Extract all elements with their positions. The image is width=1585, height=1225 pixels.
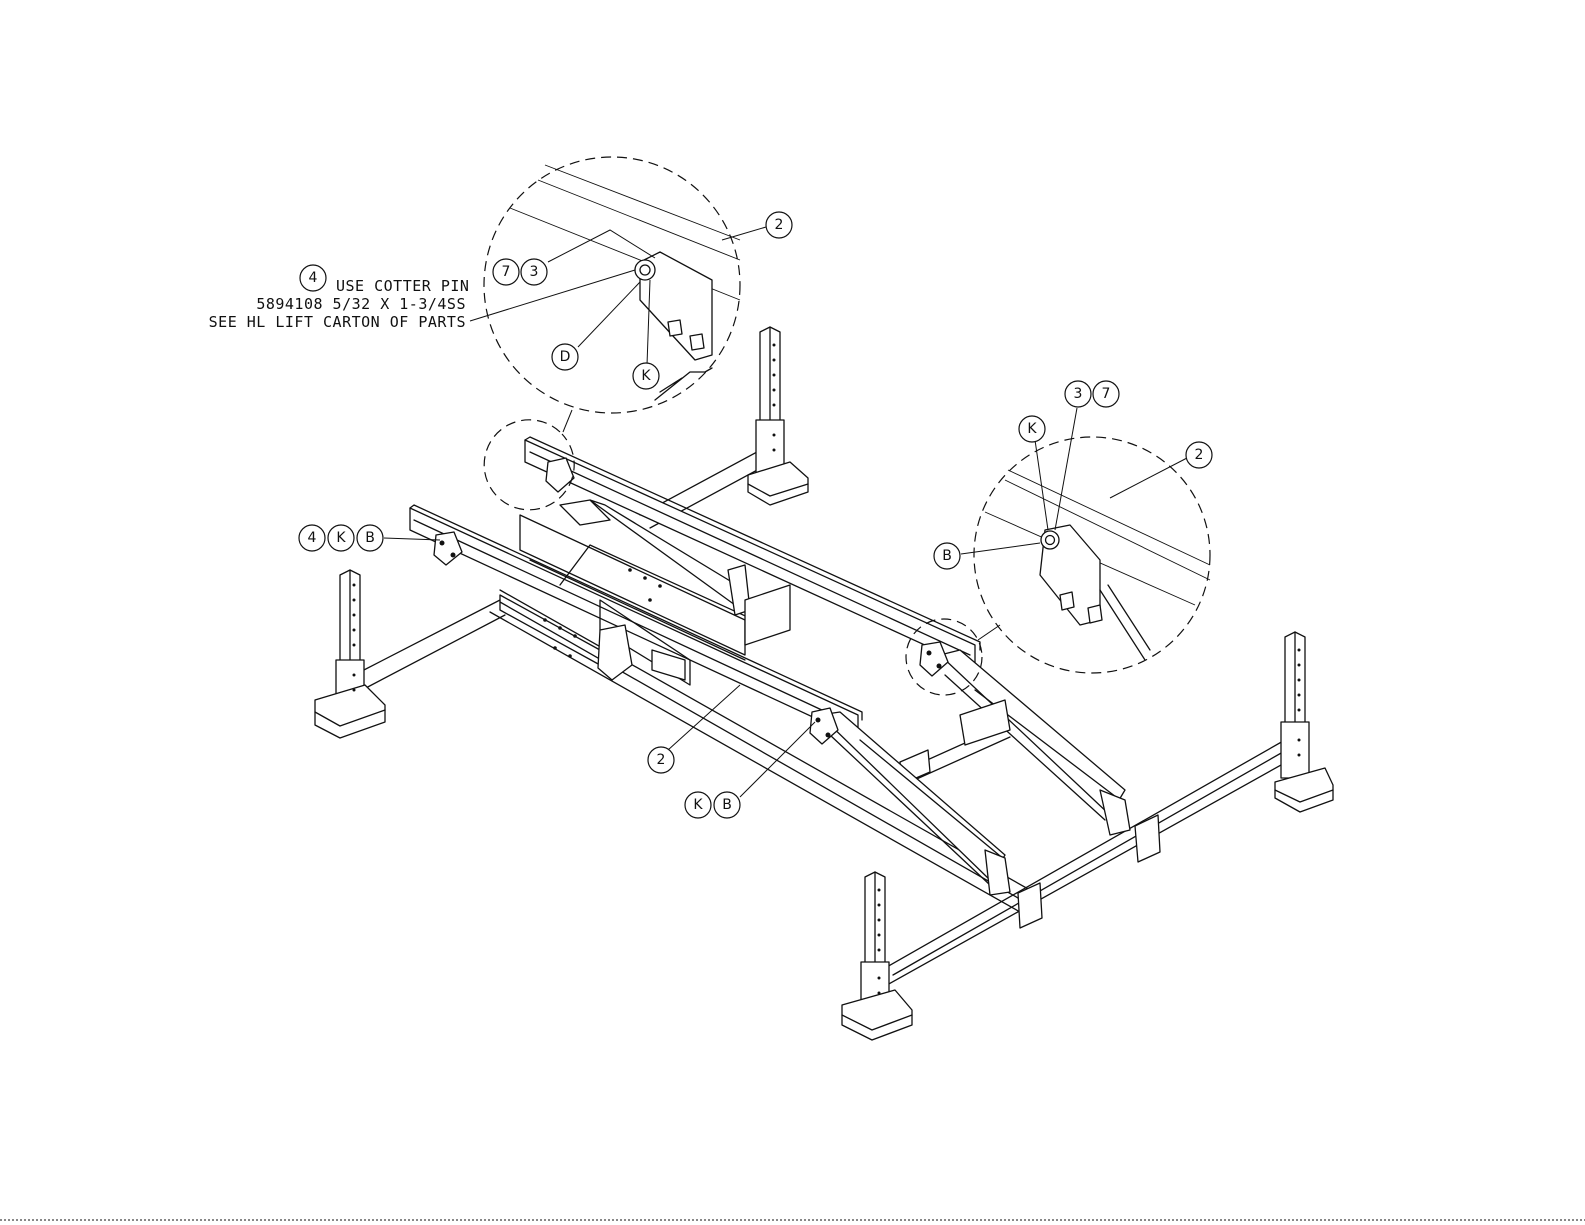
lift-carriage <box>410 437 1130 895</box>
leader-lines <box>384 227 1187 797</box>
balloon-rear-pivot-b: B <box>722 797 732 813</box>
balloon-front-pivot-k: K <box>336 530 346 546</box>
balloon-front-pivot-b: B <box>365 530 375 546</box>
note-line-2: 5894108 5/32 X 1-3/4SS <box>256 295 466 313</box>
balloon-detail-right-2: 2 <box>1195 447 1204 463</box>
leg-rear <box>748 327 808 505</box>
leg-left <box>315 570 385 738</box>
leg-front <box>842 872 912 1040</box>
balloon-detail-right-b: B <box>942 548 952 564</box>
note-line-1: USE COTTER PIN <box>336 277 469 295</box>
balloon-detail-left-7: 7 <box>502 264 511 280</box>
detail-circle-right <box>974 437 1210 673</box>
balloon-rear-pivot-k: K <box>693 797 703 813</box>
leg-right <box>1275 632 1333 812</box>
balloon-front-pivot-4: 4 <box>308 530 317 546</box>
note-balloon-label: 4 <box>309 270 318 286</box>
detail-circle-left <box>484 157 740 413</box>
balloon-detail-right-k: K <box>1027 421 1037 437</box>
balloon-detail-left-d: D <box>560 349 571 365</box>
balloon-detail-left-k: K <box>641 368 651 384</box>
balloon-detail-right-7: 7 <box>1102 386 1111 402</box>
balloon-detail-right-3: 3 <box>1074 386 1083 402</box>
balloon-rail-2: 2 <box>657 752 666 768</box>
balloon-detail-left-2: 2 <box>775 217 784 233</box>
balloon-detail-left-3: 3 <box>530 264 539 280</box>
note-line-3: SEE HL LIFT CARTON OF PARTS <box>209 313 466 331</box>
cotter-pin-note: 4 USE COTTER PIN 5894108 5/32 X 1-3/4SS … <box>209 265 470 331</box>
